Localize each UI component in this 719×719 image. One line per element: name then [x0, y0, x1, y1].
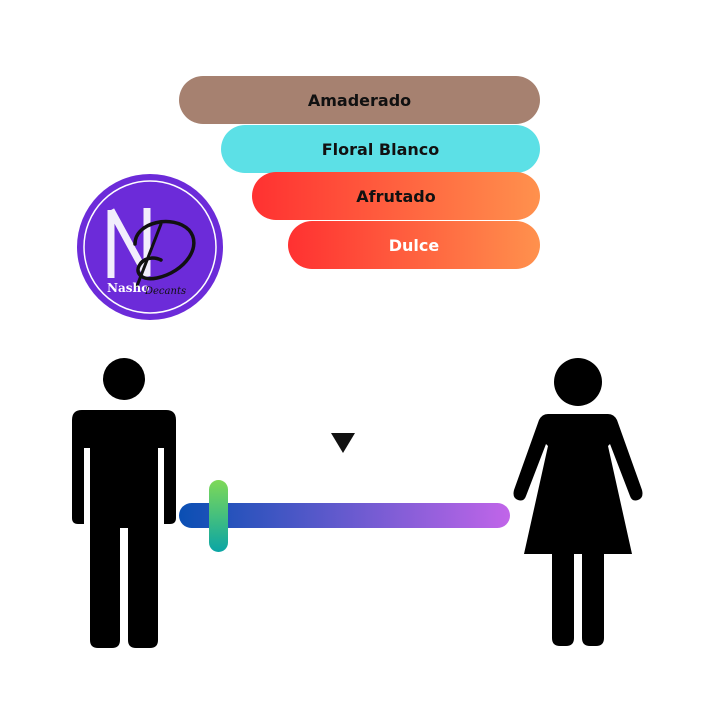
accord-label: Dulce	[388, 235, 440, 255]
accord-bar-floral-blanco: Floral Blanco	[221, 125, 540, 173]
logo-ring	[83, 180, 217, 314]
accord-label: Floral Blanco	[321, 139, 440, 159]
logo-brand-script: Decants	[144, 286, 186, 297]
logo-monogram	[107, 208, 196, 288]
gender-scale-track	[179, 503, 510, 528]
triangle-down-icon	[331, 433, 355, 453]
accord-label: Afrutado	[356, 186, 436, 206]
gender-scale-handle	[209, 480, 229, 552]
brand-logo: Nasho Decants	[77, 174, 223, 320]
accord-label: Amaderado	[307, 90, 412, 110]
woman-silhouette-icon	[513, 358, 643, 646]
accord-bar-dulce: Dulce	[288, 221, 540, 269]
accord-bar-afrutado: Afrutado	[252, 172, 540, 220]
logo-brand-text: Nasho	[107, 281, 149, 295]
man-silhouette-icon	[72, 358, 176, 648]
accord-bar-amaderado: Amaderado	[179, 76, 540, 124]
